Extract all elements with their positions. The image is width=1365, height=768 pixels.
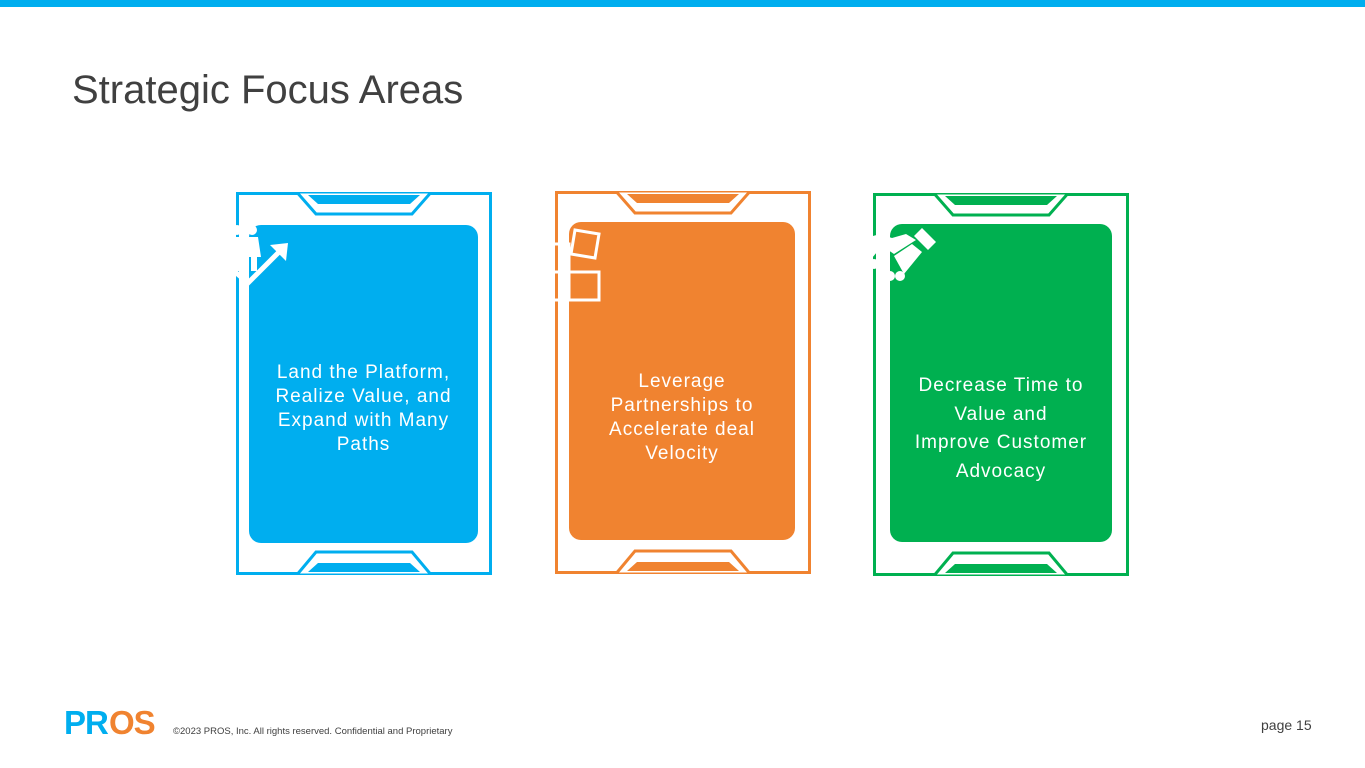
focus-card-time-to-value: Decrease Time to Value and Improve Custo… <box>844 193 1129 576</box>
copyright-text: ©2023 PROS, Inc. All rights reserved. Co… <box>173 726 453 737</box>
svg-text:OS: OS <box>109 706 155 736</box>
pros-logo: PR OS <box>64 706 156 736</box>
card-panel: Decrease Time to Value and Improve Custo… <box>844 224 1112 542</box>
card-frame <box>236 192 492 575</box>
page-title: Strategic Focus Areas <box>72 68 464 112</box>
page-number: page 15 <box>1261 717 1312 733</box>
focus-card-partnerships: Leverage Partnerships to Accelerate deal… <box>539 191 811 574</box>
card-frame <box>873 193 1129 576</box>
card-text: Land the Platform, Realize Value, and Ex… <box>275 362 452 455</box>
card-text: Leverage Partnerships to Accelerate deal… <box>609 371 755 464</box>
card-panel: Land the Platform, Realize Value, and Ex… <box>210 225 478 543</box>
svg-text:PR: PR <box>64 706 109 736</box>
top-accent-bar <box>0 0 1365 7</box>
people-growth-icon <box>210 225 288 295</box>
handshake-icon <box>844 228 936 281</box>
focus-card-land-platform: Land the Platform, Realize Value, and Ex… <box>210 192 492 575</box>
card-panel: Leverage Partnerships to Accelerate deal… <box>539 222 795 540</box>
card-frame <box>555 191 811 574</box>
puzzle-icon <box>539 228 601 302</box>
card-text: Decrease Time to Value and Improve Custo… <box>914 375 1088 482</box>
